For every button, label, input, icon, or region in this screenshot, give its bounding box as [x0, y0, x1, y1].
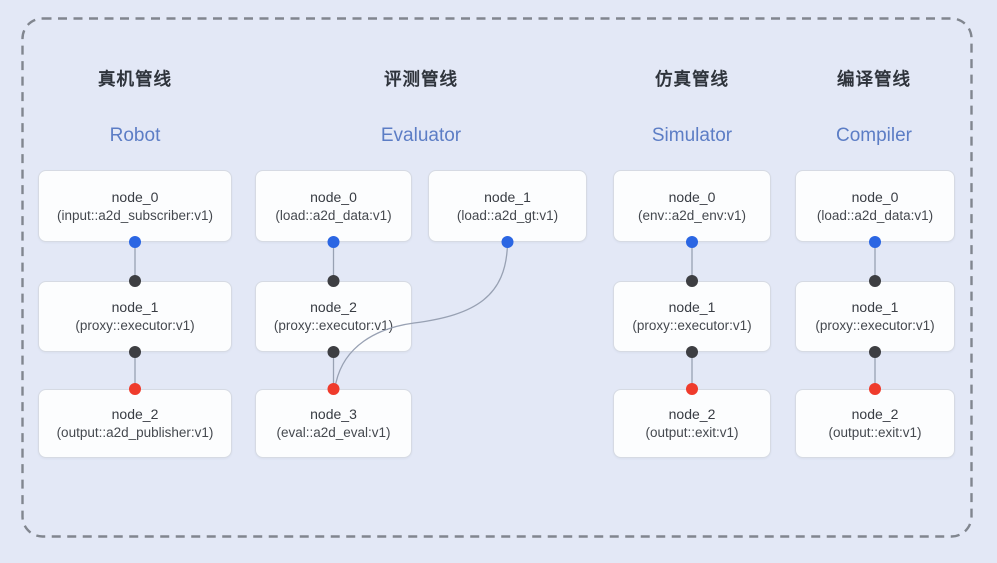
node-type: (input::a2d_subscriber:v1) [56, 207, 214, 223]
node-name: node_2 [668, 406, 716, 423]
dashed-frame-border [21, 17, 973, 538]
pipeline-title-zh-compiler: 编译管线 [837, 69, 911, 89]
node-type: (load::a2d_data:v1) [816, 207, 934, 223]
evaluator-node-1: node_1 (load::a2d_gt:v1) [428, 170, 587, 242]
robot-node-2: node_2 (output::a2d_publisher:v1) [38, 389, 232, 458]
node-type: (env::a2d_env:v1) [637, 207, 747, 223]
node-type: (proxy::executor:v1) [632, 318, 752, 334]
node-name: node_3 [310, 406, 357, 423]
node-name: node_1 [851, 299, 899, 316]
node-type: (proxy::executor:v1) [273, 318, 394, 334]
node-name: node_2 [851, 406, 899, 423]
pipeline-title-en-evaluator: Evaluator [380, 125, 462, 146]
robot-node-1: node_1 (proxy::executor:v1) [38, 281, 232, 352]
node-name: node_2 [310, 299, 357, 316]
robot-node-0: node_0 (input::a2d_subscriber:v1) [38, 170, 232, 242]
node-type: (proxy::executor:v1) [75, 318, 195, 334]
evaluator-node-0: node_0 (load::a2d_data:v1) [255, 170, 412, 242]
node-type: (eval::a2d_eval:v1) [276, 425, 391, 441]
node-name: node_0 [851, 188, 899, 205]
pipeline-title-en-compiler: Compiler [835, 125, 913, 146]
node-name: node_1 [484, 188, 531, 205]
simulator-node-2: node_2 (output::exit:v1) [613, 389, 771, 458]
pipeline-title-zh-evaluator: 评测管线 [384, 69, 458, 89]
compiler-node-0: node_0 (load::a2d_data:v1) [795, 170, 955, 242]
node-name: node_0 [668, 188, 716, 205]
node-type: (proxy::executor:v1) [815, 318, 935, 334]
node-name: node_0 [111, 188, 159, 205]
evaluator-node-2: node_2 (proxy::executor:v1) [255, 281, 412, 352]
pipeline-title-zh-simulator: 仿真管线 [655, 69, 729, 89]
pipeline-title-zh-robot: 真机管线 [98, 69, 172, 89]
node-type: (output::exit:v1) [828, 425, 922, 441]
node-name: node_2 [111, 406, 159, 423]
node-type: (load::a2d_data:v1) [275, 207, 392, 223]
node-type: (load::a2d_gt:v1) [456, 207, 559, 223]
compiler-node-2: node_2 (output::exit:v1) [795, 389, 955, 458]
node-name: node_1 [668, 299, 716, 316]
node-type: (output::a2d_publisher:v1) [56, 425, 214, 441]
evaluator-node-3: node_3 (eval::a2d_eval:v1) [255, 389, 412, 458]
simulator-node-1: node_1 (proxy::executor:v1) [613, 281, 771, 352]
node-type: (output::exit:v1) [645, 425, 739, 441]
pipeline-title-en-robot: Robot [109, 125, 161, 146]
node-name: node_1 [111, 299, 159, 316]
compiler-node-1: node_1 (proxy::executor:v1) [795, 281, 955, 352]
node-name: node_0 [310, 188, 357, 205]
simulator-node-0: node_0 (env::a2d_env:v1) [613, 170, 771, 242]
